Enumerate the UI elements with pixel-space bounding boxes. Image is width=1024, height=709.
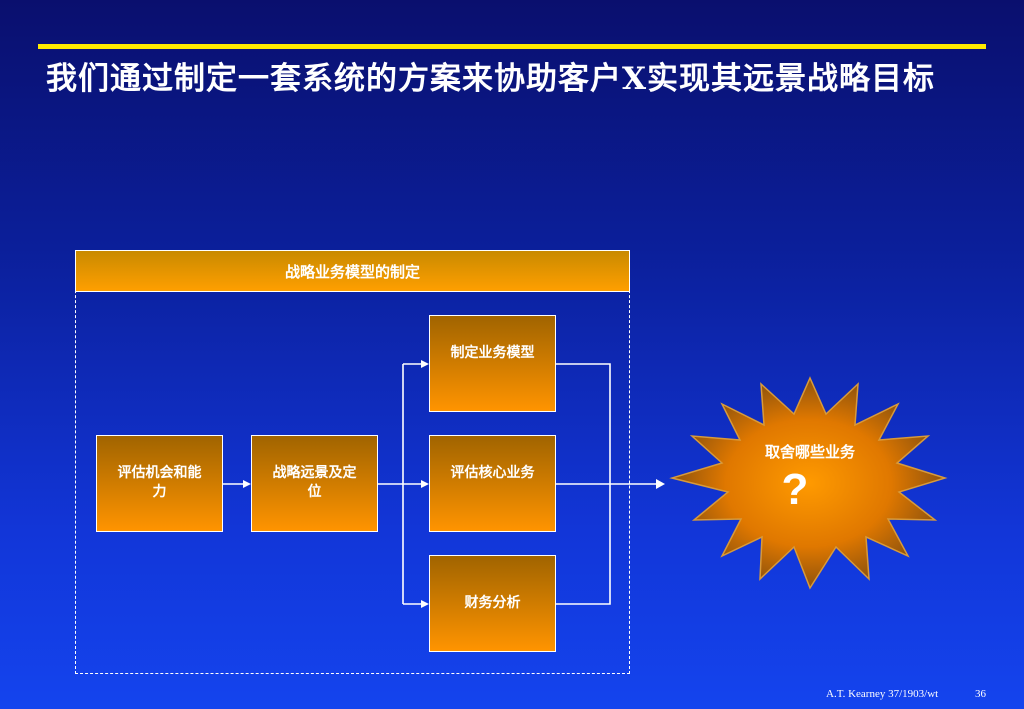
arrowhead-model <box>421 360 429 368</box>
arrowhead-core <box>421 480 429 488</box>
slide-title: 我们通过制定一套系统的方案来协助客户X实现其远景战略目标 <box>46 61 936 97</box>
outcome-label: 取舍哪些业务 <box>764 443 855 461</box>
title-rule <box>38 44 986 49</box>
arrowhead-finance <box>421 600 429 608</box>
step-strategic-vision: 战略远景及定位 <box>251 435 378 532</box>
step-assess-label: 评估机会和能力 <box>117 465 202 500</box>
step-core-label: 评估核心业务 <box>450 465 535 481</box>
step-financial-analysis: 财务分析 <box>429 555 556 652</box>
process-header-label: 战略业务模型的制定 <box>284 262 420 281</box>
outcome-starburst <box>669 376 948 590</box>
step-assess-opportunities: 评估机会和能力 <box>96 435 223 532</box>
arrowhead-outcome <box>656 479 665 489</box>
step-business-model: 制定业务模型 <box>429 315 556 412</box>
step-finance-label: 财务分析 <box>464 595 521 611</box>
arrowhead-vision <box>243 480 251 488</box>
step-vision-label: 战略远景及定位 <box>272 465 357 500</box>
page-number: 36 <box>975 688 986 700</box>
question-mark-icon: ? <box>781 465 809 514</box>
step-model-label: 制定业务模型 <box>450 345 535 361</box>
step-core-business: 评估核心业务 <box>429 435 556 532</box>
footer-credit: A.T. Kearney 37/1903/wt <box>826 688 939 700</box>
process-header: 战略业务模型的制定 <box>75 250 630 292</box>
